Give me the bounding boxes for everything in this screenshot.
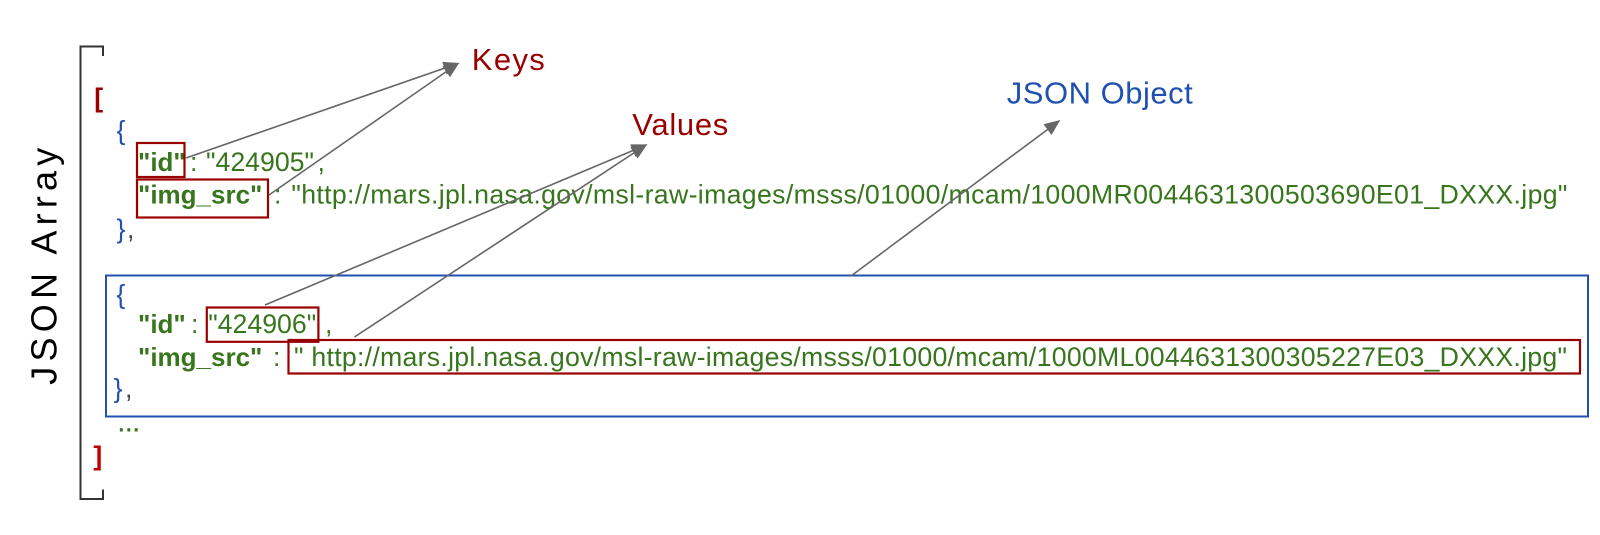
svg-text:JSON Object: JSON Object: [1007, 76, 1193, 111]
svg-text:{: {: [116, 280, 125, 310]
svg-text:{: {: [117, 116, 126, 146]
svg-text:Values: Values: [632, 107, 728, 142]
svg-text:"id":"424906",: "id":"424906",: [138, 309, 332, 339]
svg-text:},: },: [114, 374, 133, 404]
svg-text:},: },: [117, 214, 135, 244]
svg-text:...: ...: [117, 404, 141, 439]
svg-text:Keys: Keys: [472, 42, 545, 77]
svg-text:"img_src":"http://mars.jpl.nas: "img_src":"http://mars.jpl.nasa.gov/msl-…: [138, 180, 1567, 210]
svg-text:JSON Array: JSON Array: [24, 148, 65, 385]
svg-text:"img_src":" http://mars.jpl.na: "img_src":" http://mars.jpl.nasa.gov/msl…: [138, 342, 1567, 372]
svg-text:[: [: [94, 83, 103, 113]
svg-text:"id":"424905",: "id":"424905",: [138, 147, 325, 177]
svg-text:]: ]: [93, 441, 102, 471]
